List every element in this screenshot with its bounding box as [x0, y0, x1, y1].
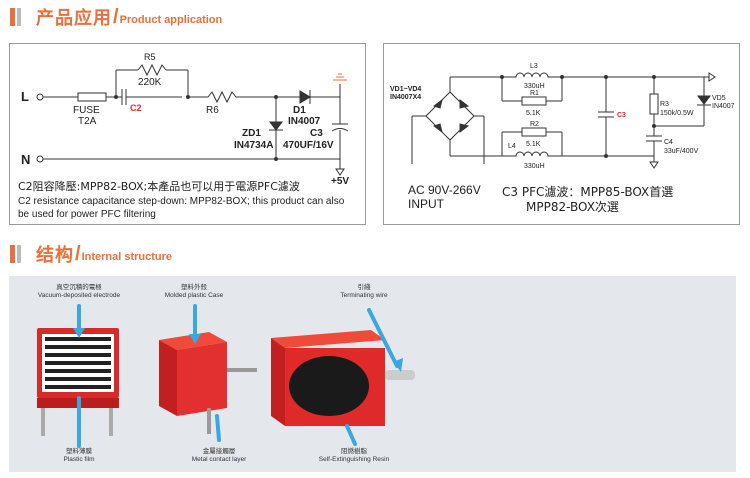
- pfc-schematic: VD1~VD4 IN4007X4 L3 330uH R1 5.1K R2 L4 …: [390, 63, 735, 170]
- label-r1-val: 5.1K: [526, 110, 541, 117]
- pfc-input-line2: INPUT: [408, 197, 444, 211]
- label-wire-en: Terminating wire: [340, 292, 388, 299]
- label-l3: L3: [530, 63, 538, 70]
- label-metal-en: Metal contact layer: [191, 456, 247, 463]
- molded-capacitor: [159, 332, 257, 434]
- label-r3-val: 150k/0.5W: [660, 110, 694, 117]
- label-resin-cn: 阻燃樹脂: [341, 448, 367, 455]
- label-d1-val: IN4007: [288, 116, 321, 127]
- stepdown-schematic: L N FUSE T2A R5 220K C2 R6 D1 IN4007 ZD1…: [21, 52, 349, 187]
- label-wire-cn: 引綫: [357, 284, 371, 291]
- label-vd-val: IN4007X4: [390, 94, 421, 101]
- stepdown-caption-cn: C2阻容降壓:MPP82-BOX;本產品也可以用于電源PFC濾波: [18, 180, 300, 193]
- label-film-en: Plastic film: [63, 456, 95, 463]
- label-vacuum-electrode-cn: 真空沉積的電極: [56, 284, 102, 291]
- label-l4: L4: [508, 143, 516, 150]
- label-vd5-val: IN4007: [712, 103, 735, 110]
- label-d1: D1: [293, 105, 306, 116]
- section-title-en: Internal structure: [81, 250, 173, 263]
- label-case-cn: 塑料外殼: [181, 284, 207, 291]
- label-c3: C3: [310, 128, 323, 139]
- circuit-diagram-pfc: VD1~VD4 IN4007X4 L3 330uH R1 5.1K R2 L4 …: [383, 43, 740, 225]
- label-r6: R6: [206, 105, 219, 116]
- circuit-diagram-stepdown: L N FUSE T2A R5 220K C2 R6 D1 IN4007 ZD1…: [9, 43, 366, 225]
- label-L: L: [21, 89, 29, 104]
- label-r1: R1: [530, 90, 539, 97]
- label-fuse-val: T2A: [78, 116, 97, 127]
- label-c4-val: 33uF/400V: [664, 148, 699, 155]
- label-film-cn: 塑料薄膜: [66, 448, 92, 455]
- label-l3-val: 330uH: [524, 83, 545, 90]
- label-N: N: [21, 152, 30, 167]
- label-zd1-val: IN4734A: [234, 140, 273, 151]
- section-title-cn: 产品应用: [36, 8, 112, 29]
- section-header-structure: 结构 / Internal structure: [8, 241, 172, 267]
- label-plus5v: +5V: [331, 176, 349, 187]
- label-metal-cn: 金屬接觸層: [202, 448, 236, 455]
- label-vacuum-electrode-en: Vacuum-deposited electrode: [37, 292, 121, 299]
- stepdown-caption-en: C2 resistance capacitance step-down: MPP…: [18, 196, 345, 220]
- label-resin-en: Self-Extinguishing Resin: [318, 456, 390, 463]
- label-r5: R5: [144, 52, 156, 62]
- cutaway-capacitor: [37, 328, 119, 436]
- structure-panel: 真空沉積的電極 Vacuum-deposited electrode 塑料外殼 …: [9, 276, 736, 472]
- section-title-en: Product application: [119, 13, 223, 26]
- label-c3-pfc: C3: [617, 112, 626, 119]
- label-l4-val: 330uH: [524, 163, 545, 170]
- section-title-cn: 结构: [36, 245, 74, 266]
- pfc-note-line2: MPP82-BOX次選: [526, 200, 619, 214]
- oval-capacitor: [271, 330, 415, 426]
- label-r3: R3: [660, 101, 669, 108]
- label-case-en: Molded plastic Case: [164, 292, 224, 299]
- capacitor-illustrations: [37, 304, 415, 448]
- pfc-note-line1: C3 PFC濾波：MPP85-BOX首選: [502, 185, 674, 199]
- pfc-input-line1: AC 90V-266V: [408, 183, 481, 197]
- label-c2: C2: [130, 103, 142, 113]
- label-r2: R2: [530, 121, 539, 128]
- label-vd5: VD5: [712, 95, 726, 102]
- label-zd1: ZD1: [242, 128, 261, 139]
- label-c3-val: 470UF/16V: [283, 140, 334, 151]
- label-r5-val: 220K: [138, 77, 162, 88]
- label-c4: C4: [664, 139, 673, 146]
- section-title-slash: /: [75, 242, 81, 265]
- section-bars-icon: [8, 6, 30, 28]
- section-header-application: 产品应用 / Product application: [8, 4, 222, 30]
- label-fuse: FUSE: [73, 105, 100, 116]
- section-title-slash: /: [113, 5, 119, 28]
- label-vd: VD1~VD4: [390, 86, 421, 93]
- label-r2-val: 5.1K: [526, 141, 541, 148]
- section-bars-icon: [8, 243, 30, 265]
